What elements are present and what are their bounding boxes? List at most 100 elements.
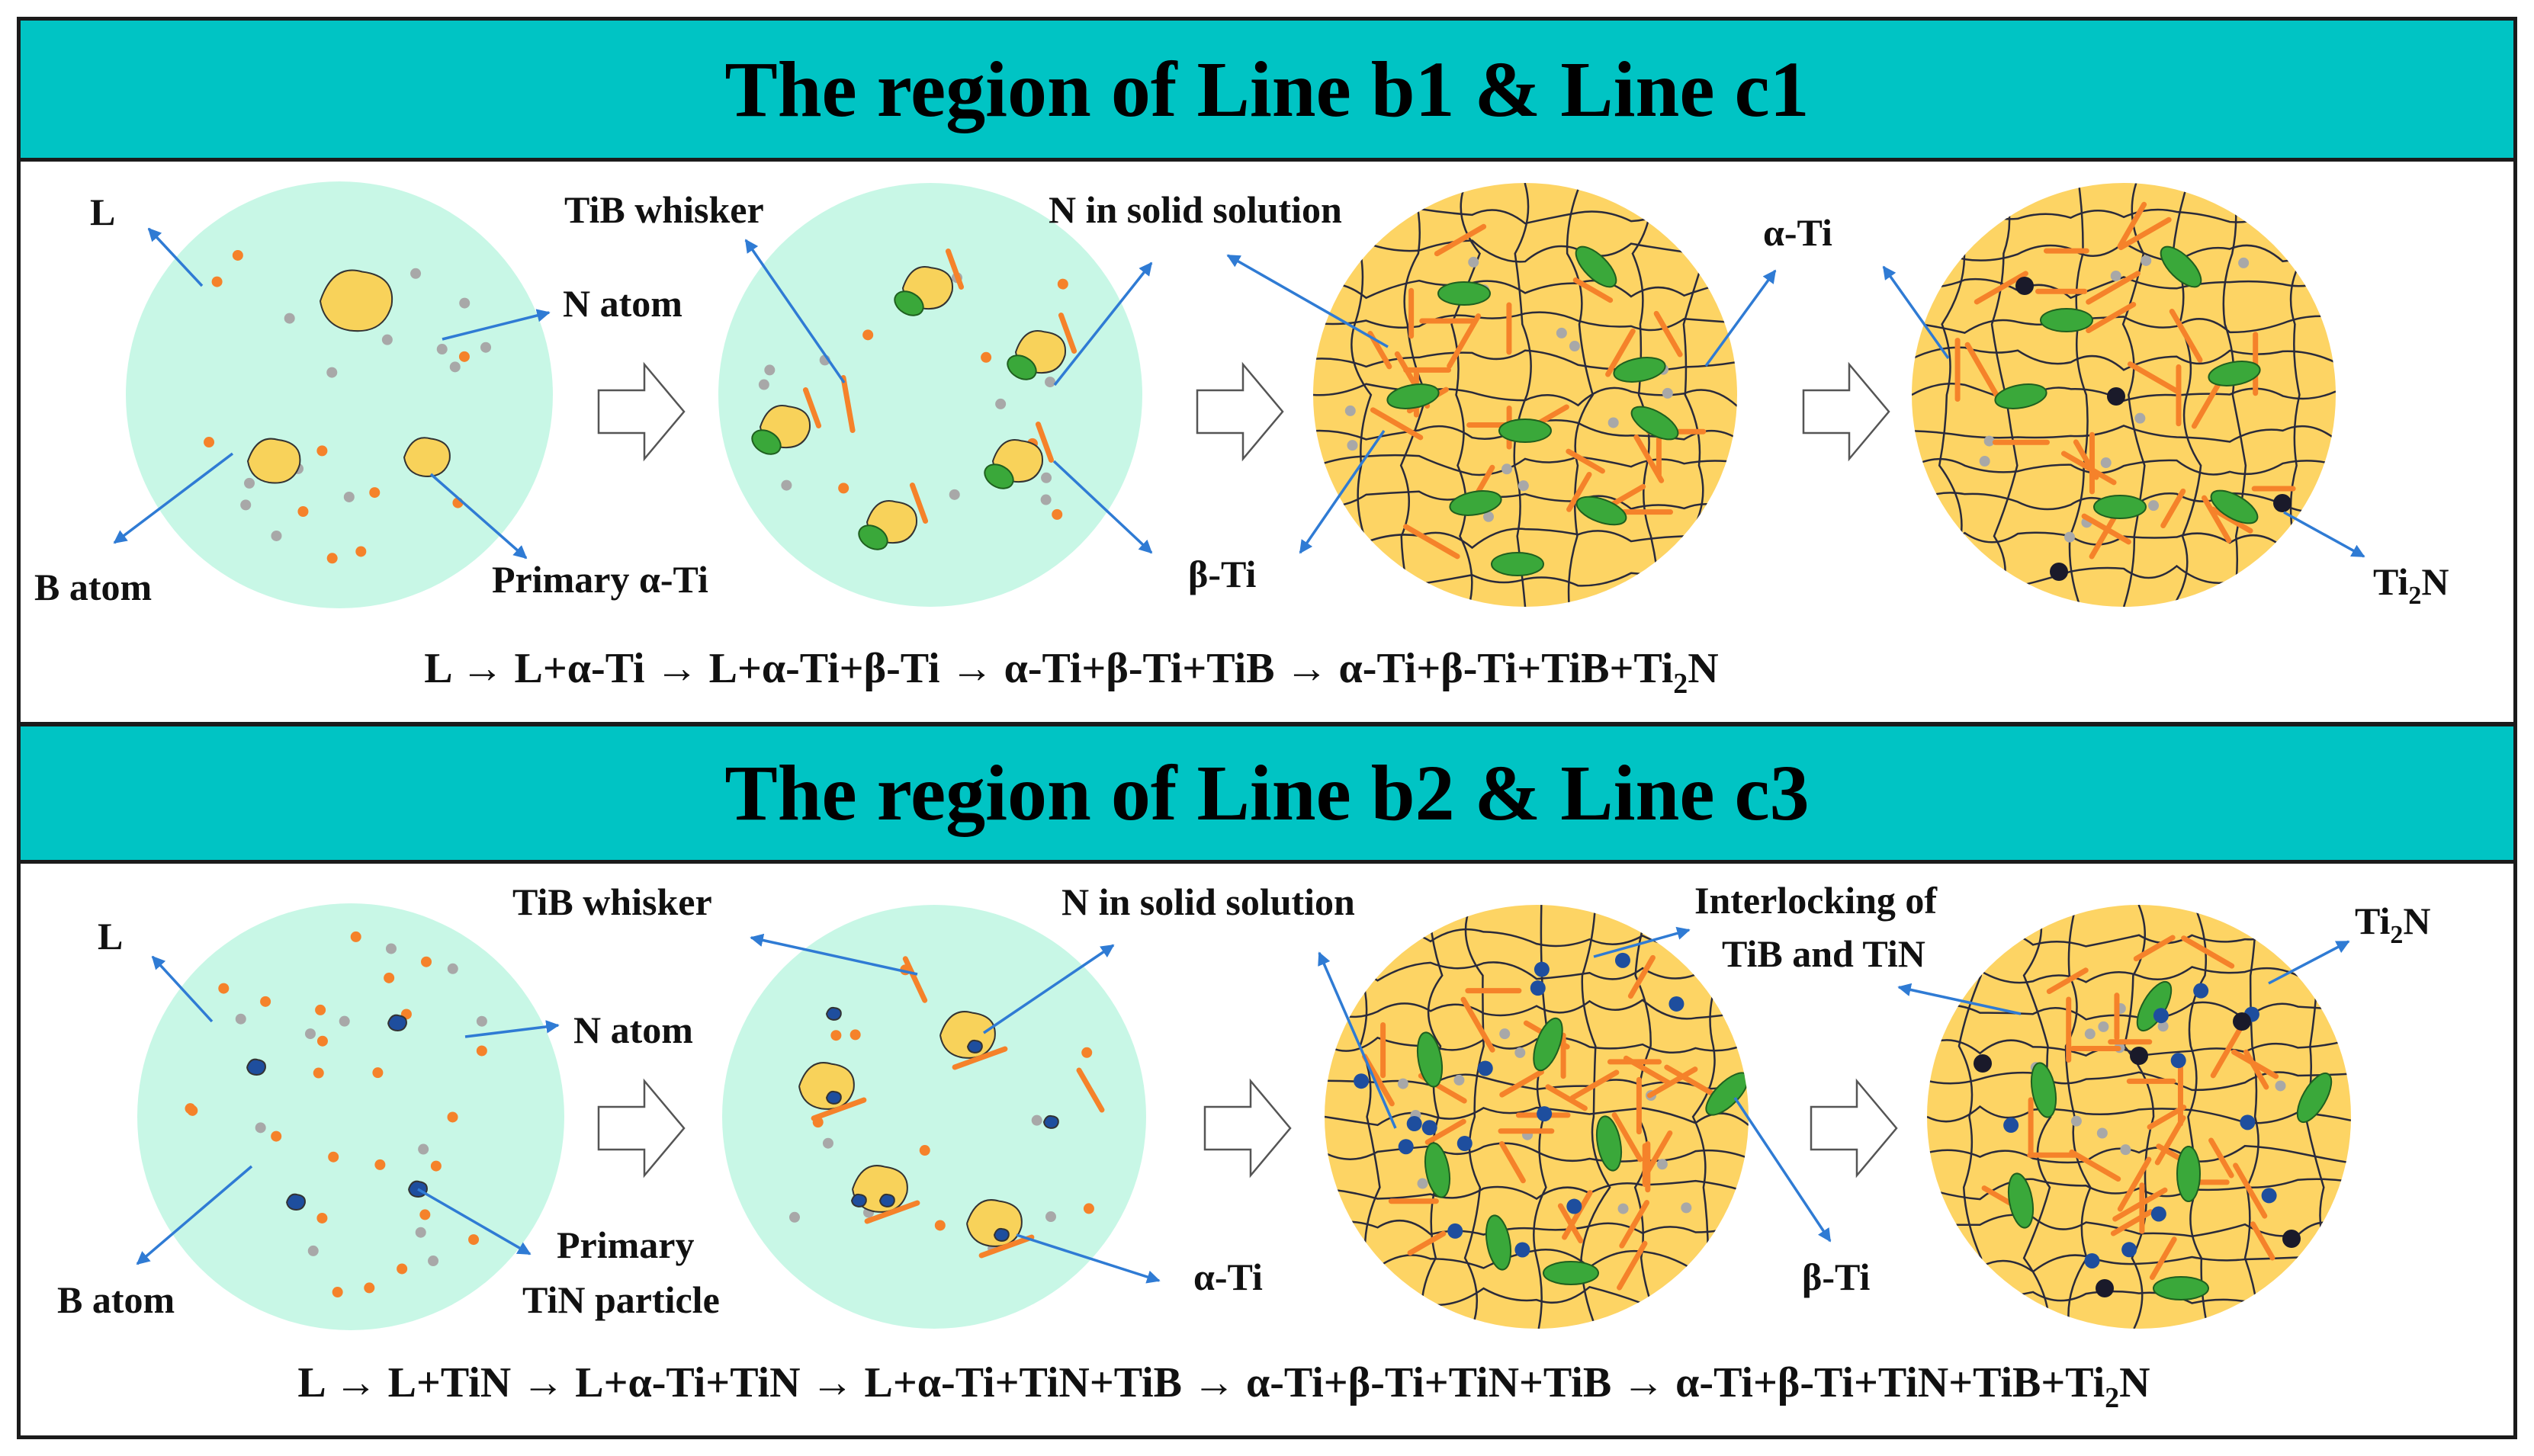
b-atom (1081, 1047, 1093, 1058)
n-atom (240, 499, 252, 511)
tib-whisker (2230, 1049, 2279, 1079)
grain-boundary (1927, 966, 2351, 984)
panel-bottom: The region of Line b2 & Line c3 (17, 723, 2517, 1439)
alpha-ti-grain (1613, 357, 1666, 383)
label-bot-n-atom: N atom (573, 1009, 693, 1051)
b-atom (232, 249, 243, 261)
n-atom (1397, 1078, 1408, 1089)
b-atom (468, 1234, 480, 1246)
grain-boundary (1958, 905, 1983, 1329)
tib-whisker (1569, 1070, 1620, 1101)
alpha-ti-grain (858, 524, 888, 550)
circle-bottom-liquid-content (185, 931, 487, 1298)
arrow-pointer-icon (417, 1188, 532, 1256)
n-atom (1468, 256, 1479, 268)
b-atom (397, 1263, 408, 1275)
grain-boundary (1631, 183, 1662, 607)
b-atom (374, 1159, 386, 1170)
arrow-pointer-icon (1052, 460, 1153, 554)
label-bot-primary-1: Primary (557, 1223, 694, 1266)
b-atom (862, 329, 874, 341)
n-atom (410, 268, 422, 279)
tin-particle (387, 1014, 407, 1031)
n-atom (949, 489, 960, 500)
alpha-ti-grain (2153, 1276, 2209, 1300)
equation-bottom-sub: 2 (2105, 1382, 2119, 1414)
n-atom (822, 1137, 833, 1149)
grain-boundary (1313, 311, 1737, 332)
n-atom (1482, 511, 1494, 522)
b-atom (364, 1282, 375, 1294)
b-atom (838, 483, 849, 494)
grain-boundary (1420, 905, 1444, 1329)
n-atom (343, 491, 355, 502)
b-atom (447, 1111, 458, 1123)
tib-whisker (2073, 439, 2099, 480)
grain-boundary (1325, 1106, 1749, 1127)
panel-bottom-title: The region of Line b2 & Line c3 (724, 749, 1810, 837)
tib-whisker (1035, 422, 1055, 463)
n-atom (1031, 1114, 1042, 1126)
alpha-ti-grain (2007, 1172, 2035, 1229)
tib-whisker (1545, 1084, 1588, 1111)
b-atom (355, 546, 367, 557)
n-atom (2064, 531, 2076, 543)
b-atom (316, 1212, 328, 1223)
tib-whisker (1627, 954, 1656, 999)
tib-whisker (840, 375, 856, 433)
n-atom (1569, 341, 1580, 352)
alpha-ti-grain (1449, 490, 1502, 516)
circle-bottom-solid-content (1325, 905, 1749, 1329)
n-atom (1514, 1047, 1526, 1058)
tib-whisker (952, 1046, 1008, 1070)
arrow-pointer-icon (1318, 951, 1397, 1129)
n-atom (1347, 440, 1358, 451)
label-top-L: L (90, 191, 115, 233)
label-top-ti2n-base: Ti (2373, 560, 2408, 603)
tib-whisker (1407, 1230, 1447, 1256)
label-bot-interlocking-2: TiB and TiN (1722, 932, 1925, 975)
b-atom (1083, 1203, 1094, 1214)
grain-boundary (1912, 274, 2336, 300)
hollow-right-arrow-icon (1196, 361, 1284, 462)
n-atom (2098, 1021, 2109, 1032)
grain-boundary (1927, 1254, 2351, 1273)
tib-whisker (2117, 201, 2147, 249)
alpha-ti-grain (1498, 419, 1552, 443)
arrow-pointer-icon (744, 239, 846, 383)
b-atom (350, 931, 361, 942)
tib-whisker (1424, 1118, 1466, 1145)
tib-whisker (1566, 471, 1592, 512)
n-atom (304, 1028, 316, 1040)
ti2n-particle (2130, 1047, 2148, 1065)
alpha-ti-grain (1437, 281, 1491, 306)
n-atom (1518, 480, 1529, 492)
equation-top-tail: N (1688, 645, 1718, 692)
tin-particle (993, 1227, 1010, 1242)
grain-boundary (1927, 1178, 2351, 1201)
panel-bottom-header: The region of Line b2 & Line c3 (21, 726, 2513, 864)
n-atom (764, 364, 776, 376)
arrow-pointer-icon (1226, 254, 1389, 348)
circle-top-nucleation (718, 183, 1142, 607)
b-atom (421, 956, 432, 967)
n-atom (781, 479, 792, 491)
tib-whisker (1076, 1067, 1105, 1113)
tin-particle (1421, 1120, 1437, 1136)
equation-bottom-main: L → L+TiN → L+α-Ti+TiN → L+α-Ti+TiN+TiB … (297, 1359, 2105, 1406)
label-top-primary-alpha-ti: Primary α-Ti (492, 558, 708, 601)
n-atom (1979, 455, 1990, 467)
b-atom (476, 1045, 487, 1057)
n-atom (1040, 494, 1052, 505)
label-top-tib-whisker: TiB whisker (564, 188, 764, 231)
alpha-ti-grain (1994, 383, 2047, 409)
tib-whisker (1499, 1140, 1526, 1184)
arrow-pointer-icon (464, 1020, 560, 1038)
n-atom (2096, 1127, 2108, 1139)
n-atom (1499, 1028, 1511, 1040)
n-atom (1501, 463, 1513, 475)
grain-boundary (1325, 1179, 1749, 1201)
grain-boundary (1450, 183, 1481, 607)
alpha-ti-grain (1533, 1017, 1563, 1072)
tib-whisker (2160, 488, 2186, 528)
